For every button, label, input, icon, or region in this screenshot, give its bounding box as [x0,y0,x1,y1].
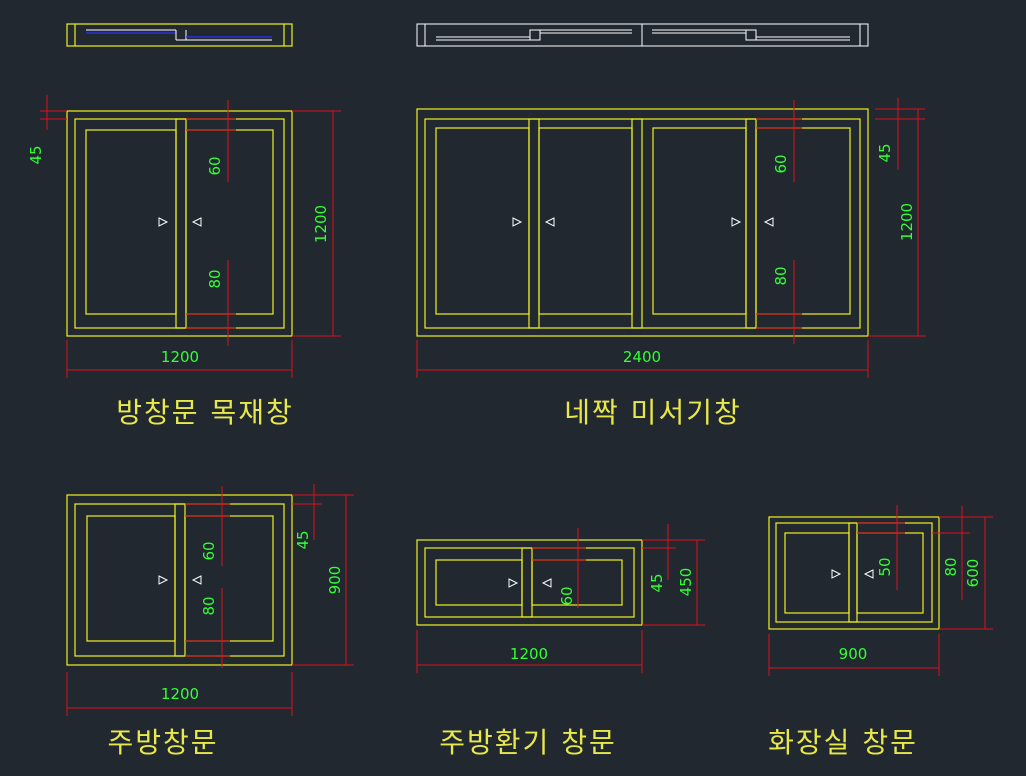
dim-height: 1200 [898,203,916,241]
window-title: 화장실 창문 [768,726,918,759]
plan-view-window-1 [66,23,293,47]
dim-height: 600 [964,559,982,588]
dim-width: 1200 [161,685,199,703]
slide-arrow-icon [731,217,742,227]
dim-rail-top: 60 [206,156,224,175]
slide-arrow-icon [863,569,874,579]
dim-rail-top: 60 [772,154,790,173]
window-title: 주방환기 창문 [439,726,616,759]
slide-arrow-icon [763,217,774,227]
slide-arrow-icon [158,575,169,585]
slide-arrow-icon [512,217,523,227]
dim-rail-bottom: 80 [206,269,224,288]
slide-arrow-icon [158,217,169,227]
dim-height: 900 [326,566,344,595]
dim-top: 45 [648,573,666,592]
window-title: 주방창문 [107,726,218,759]
dim-top: 45 [876,143,894,162]
dim-top: 45 [27,145,45,164]
dim-width: 2400 [623,348,661,366]
slide-arrow-icon [191,217,202,227]
slide-arrow-icon [831,569,842,579]
dim-rail-top: 60 [200,541,218,560]
window-four-slide: 2400 1200 45 60 80 네짝 미서기창 [416,98,926,429]
window-kitchen: 1200 900 45 60 80 주방창문 [66,484,354,759]
window-title: 방창문 목재창 [116,396,293,429]
dim-height: 450 [677,568,695,597]
dim-height: 1200 [312,205,330,243]
window-kitchen-vent: 1200 450 45 60 주방환기 창문 [416,524,705,759]
dim-rail-bottom: 80 [200,596,218,615]
dim-width: 1200 [510,645,548,663]
dim-rail: 60 [558,586,576,605]
dim-top: 80 [942,557,960,576]
slide-arrow-icon [544,217,555,227]
dim-width: 900 [839,645,868,663]
plan-view-window-2 [416,23,869,47]
slide-arrow-icon [191,575,202,585]
window-bathroom: 900 600 80 50 화장실 창문 [768,505,993,759]
dim-rail: 50 [876,557,894,576]
dim-top: 45 [294,530,312,549]
dim-width: 1200 [161,348,199,366]
window-title: 네짝 미서기창 [564,396,741,429]
slide-arrow-icon [508,578,519,588]
slide-arrow-icon [541,578,552,588]
dim-rail-bottom: 80 [772,266,790,285]
window-room: 1200 1200 45 60 80 방창문 목재창 [27,95,341,429]
